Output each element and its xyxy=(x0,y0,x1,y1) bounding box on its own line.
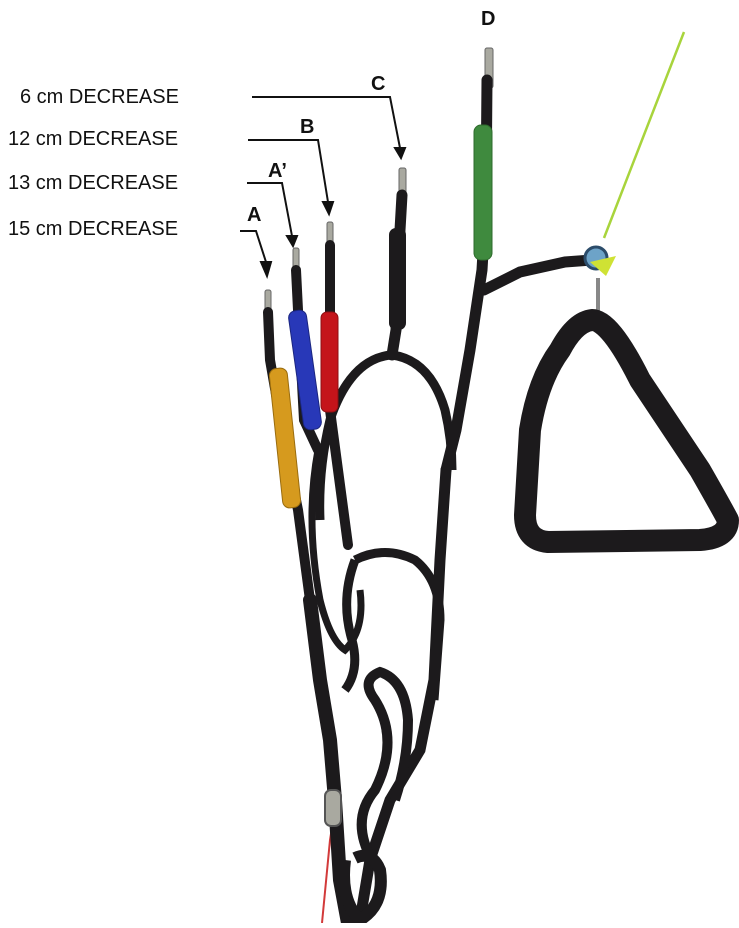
brake-branch xyxy=(484,260,592,290)
leader-lines xyxy=(240,97,405,276)
brake-handle xyxy=(525,320,728,542)
letter-c: C xyxy=(371,73,385,96)
riser-a-prime-sleeve xyxy=(288,309,323,430)
label-15cm-decrease: 15 cm DECREASE xyxy=(8,218,178,241)
maillon xyxy=(325,790,341,826)
riser-d-sleeve xyxy=(474,125,492,260)
riser-b-sleeve xyxy=(321,312,338,412)
letter-b: B xyxy=(300,116,314,139)
label-12cm-decrease: 12 cm DECREASE xyxy=(8,128,178,151)
letter-d: D xyxy=(481,8,495,31)
label-13cm-decrease: 13 cm DECREASE xyxy=(8,172,178,195)
riser-c-sleeve xyxy=(389,228,406,330)
letter-a: A xyxy=(247,204,261,227)
green-line xyxy=(604,32,684,238)
letter-a-prime: A’ xyxy=(268,160,287,183)
riser-a-sleeve xyxy=(269,367,302,508)
label-6cm-decrease: 6 cm DECREASE xyxy=(20,86,179,109)
